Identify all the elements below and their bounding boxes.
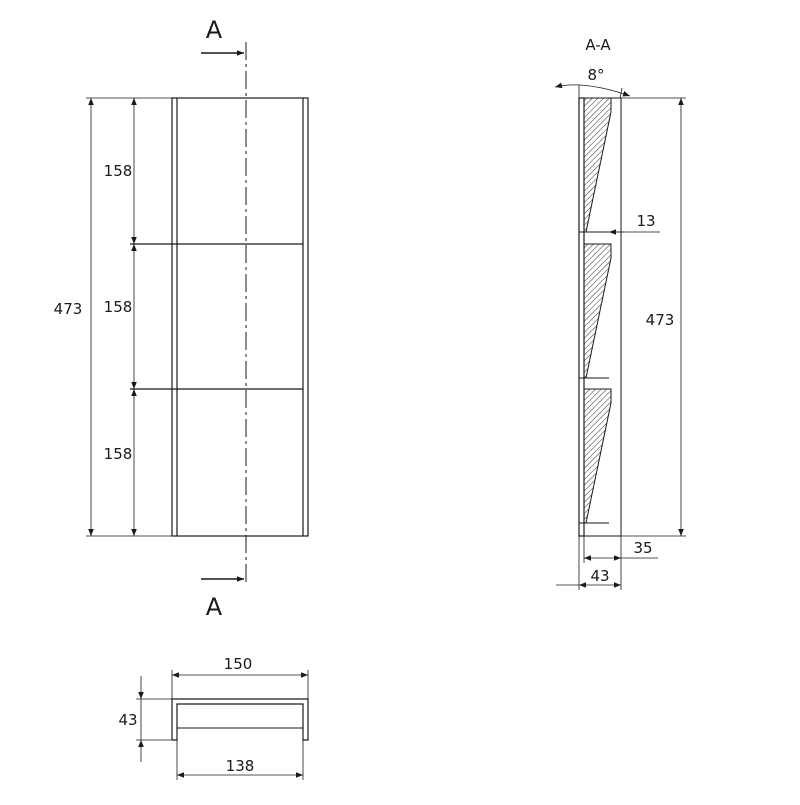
dim-overall-height: 473 (54, 300, 83, 318)
top-view-inner (176, 703, 304, 729)
top-view: 150 138 43 (118, 655, 309, 780)
dim-segment-3: 158 (104, 445, 133, 463)
front-outer-frame (171, 97, 309, 537)
section-view: A-A 8° 13 473 35 43 (554, 36, 686, 590)
dim-outer-depth: 43 (590, 567, 609, 585)
dim-outer-width: 150 (224, 655, 253, 673)
front-view: 473 158 158 158 A A (54, 16, 309, 621)
dim-inner-width: 138 (226, 757, 255, 775)
dim-top-depth: 43 (118, 711, 137, 729)
top-view-profile (171, 698, 309, 741)
angle-ext-right (619, 87, 623, 99)
section-title: A-A (585, 36, 611, 54)
dim-angle: 8° (587, 66, 604, 84)
shelf-section-3 (583, 388, 612, 524)
dim-inner-depth: 35 (633, 539, 652, 557)
shelf-section-2 (583, 243, 612, 379)
angle-arc (554, 82, 631, 97)
dim-step: 13 (636, 212, 655, 230)
section-back-wall (578, 97, 585, 537)
shelf-section-1 (583, 97, 612, 233)
dim-section-height: 473 (646, 311, 675, 329)
section-marker-bottom-label: A (206, 593, 223, 621)
dim-segment-1: 158 (104, 162, 133, 180)
section-marker-top-label: A (206, 16, 223, 44)
dim-segment-2: 158 (104, 298, 133, 316)
